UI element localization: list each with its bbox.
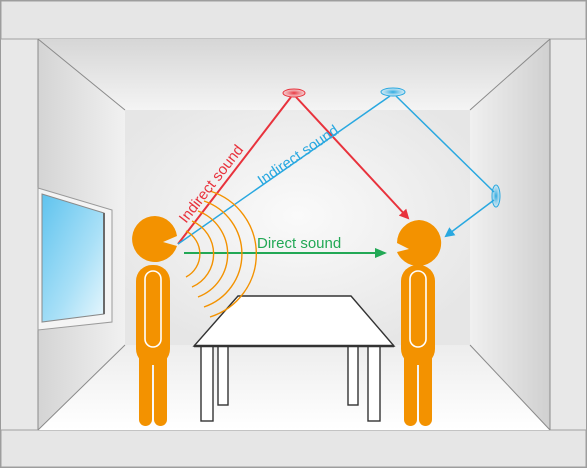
ceiling bbox=[38, 39, 550, 110]
table bbox=[192, 295, 396, 422]
listener-leg-left bbox=[404, 350, 417, 426]
speaker-leg-left bbox=[139, 350, 152, 426]
ceiling-speaker-red bbox=[282, 88, 306, 98]
window bbox=[37, 187, 113, 331]
top-frame-band bbox=[0, 0, 587, 40]
direct-sound-label: Direct sound bbox=[257, 235, 341, 252]
indirect-blue-path-down bbox=[444, 199, 495, 238]
indirect-red-path-up bbox=[177, 96, 292, 245]
indirect-blue-path-side bbox=[395, 95, 495, 193]
ceiling-speaker-blue bbox=[380, 87, 406, 97]
speaker-head bbox=[132, 216, 177, 262]
floor bbox=[38, 345, 550, 430]
listening-person bbox=[396, 220, 442, 426]
listener-arm bbox=[409, 270, 427, 348]
right-wall bbox=[470, 39, 550, 430]
sound-waves bbox=[185, 190, 257, 318]
speaker-arm bbox=[144, 270, 162, 348]
wall-speaker-blue bbox=[491, 184, 501, 208]
listener-leg-right bbox=[419, 350, 432, 426]
listener-head bbox=[396, 220, 442, 266]
speaking-person bbox=[132, 216, 177, 426]
bottom-frame-band bbox=[0, 429, 587, 468]
speaker-body bbox=[136, 265, 170, 365]
indirect-red-path-down bbox=[295, 96, 410, 220]
speaker-leg-right bbox=[154, 350, 167, 426]
listener-body bbox=[401, 265, 435, 365]
indirect-blue-path-up bbox=[177, 95, 391, 245]
